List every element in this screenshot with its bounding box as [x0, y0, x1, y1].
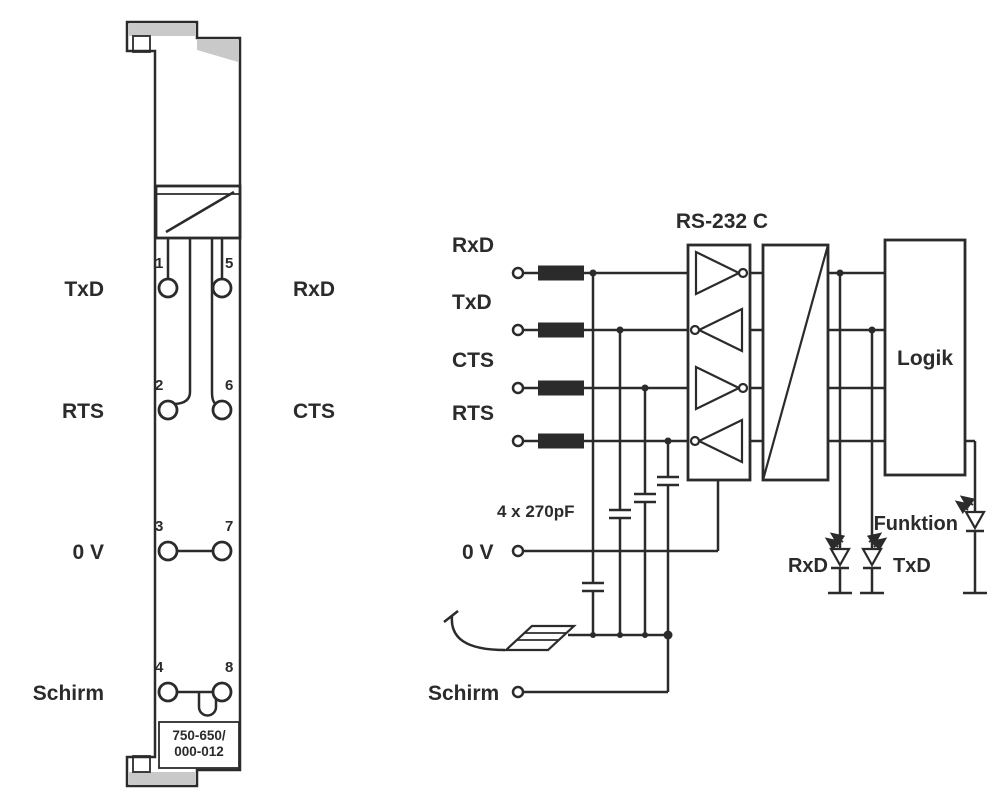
pin-number-1: 1	[155, 255, 163, 272]
terminal-schirm	[511, 685, 525, 699]
terminal-module: 1 5 2 6 3 7 4 8 TxD RxD RTS CTS 0 V Schi…	[33, 20, 335, 788]
pin-number-4: 4	[155, 659, 164, 676]
pin-number-5: 5	[225, 255, 233, 272]
part-number-line2: 000-012	[174, 744, 224, 759]
module-label-cts: CTS	[293, 400, 335, 423]
buffer-rts	[696, 418, 744, 464]
connector-pin-6	[210, 238, 217, 406]
led-rxd	[824, 269, 852, 595]
signal-lines	[523, 271, 885, 443]
transceiver-label: RS-232 C	[676, 210, 768, 233]
din-notch-top	[132, 35, 151, 53]
contact-8	[211, 681, 233, 703]
connector-diagonal	[165, 190, 235, 234]
pin-number-7: 7	[225, 518, 233, 535]
pin-number-8: 8	[225, 659, 233, 676]
pin-number-3: 3	[155, 518, 163, 535]
module-label-0v: 0 V	[72, 541, 104, 564]
input-label-rxd: RxD	[452, 234, 494, 257]
resistor-rxd	[538, 265, 584, 281]
earth-symbol	[443, 610, 506, 652]
buffer-cts-bubble	[737, 382, 749, 394]
resistor-rts	[538, 433, 584, 449]
contact-6	[211, 399, 233, 421]
buffer-txd-bubble	[689, 324, 701, 336]
module-label-rxd: RxD	[293, 278, 335, 301]
terminal-rxd	[511, 266, 525, 280]
capacitor-network	[568, 269, 679, 640]
schematic: RxD TxD CTS RTS 0 V 4 x 270pF	[428, 210, 987, 705]
input-label-txd: TxD	[452, 291, 492, 314]
terminal-rts	[511, 434, 525, 448]
part-number-line1: 750-650/	[172, 728, 226, 743]
logic-label: Logik	[897, 347, 953, 370]
shield-hook	[197, 693, 218, 717]
resistor-txd	[538, 322, 584, 338]
module-top-accent	[129, 24, 195, 36]
module-label-txd: TxD	[64, 278, 104, 301]
contact-5	[211, 277, 233, 299]
led-label-txd: TxD	[893, 555, 931, 577]
led-label-funktion: Funktion	[874, 513, 958, 535]
contact-7	[211, 540, 233, 562]
module-label-schirm: Schirm	[33, 682, 104, 705]
contact-3	[157, 540, 179, 562]
part-number-box	[158, 721, 240, 769]
contact-2	[157, 399, 179, 421]
buffer-rxd	[694, 250, 742, 296]
resistor-cts	[538, 380, 584, 396]
din-notch-bottom	[132, 755, 151, 773]
transceiver-block	[686, 243, 752, 482]
led-txd	[860, 326, 888, 595]
terminal-txd	[511, 323, 525, 337]
buffer-cts	[694, 365, 742, 411]
schematic-label-schirm: Schirm	[428, 682, 499, 705]
din-rail-symbol	[503, 624, 577, 652]
terminal-cts	[511, 381, 525, 395]
buffer-rts-bubble	[689, 435, 701, 447]
terminal-0v	[511, 544, 525, 558]
module-bottom-accent	[129, 772, 195, 784]
input-label-cts: CTS	[452, 349, 494, 372]
pin-number-6: 6	[225, 377, 233, 394]
led-funktion	[954, 439, 987, 595]
schirm-line	[523, 635, 670, 694]
contact-1	[157, 277, 179, 299]
capacitor-label: 4 x 270pF	[497, 502, 575, 521]
buffer-rxd-bubble	[737, 267, 749, 279]
isolation-diagonal	[761, 244, 830, 481]
contact-4	[157, 681, 179, 703]
schematic-label-0v: 0 V	[462, 541, 494, 564]
logic-block: Logik	[883, 238, 967, 477]
module-outline	[125, 20, 242, 788]
pin-number-2: 2	[155, 377, 163, 394]
buffer-txd	[696, 307, 744, 353]
module-label-rts: RTS	[62, 400, 104, 423]
connector-pin-2	[174, 238, 192, 406]
isolation-block	[761, 243, 830, 482]
module-step-accent	[197, 40, 238, 62]
logic-box	[883, 238, 967, 477]
led-label-rxd: RxD	[788, 555, 828, 577]
input-label-rts: RTS	[452, 402, 494, 425]
